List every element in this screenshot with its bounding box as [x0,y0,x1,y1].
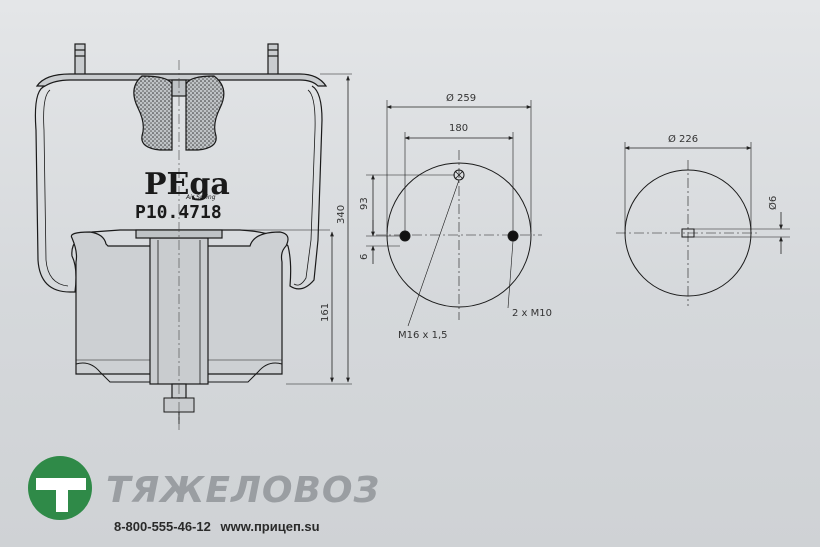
company-logo-icon [28,456,92,520]
label-center-thread: M16 x 1,5 [398,330,448,341]
front-view-dimensions [330,75,350,383]
dim-offset-lower: 6 [359,254,370,260]
dim-height-total: 340 [336,205,347,224]
brand-subtitle: Air Spring [185,194,216,201]
bolt-hole-right [507,230,519,242]
part-number: P10.4718 [135,202,222,223]
website-link[interactable]: www.прицеп.su [220,519,320,534]
label-bolts: 2 x M10 [512,308,552,319]
dim-height-lower: 161 [320,303,331,322]
bolt-hole-left [399,230,411,242]
brand-mark: PEga [144,167,230,202]
dim-bolt-spacing: 180 [449,123,468,134]
dim-pin: Ø6 [767,196,779,210]
air-spring-front-view [34,43,352,430]
dim-bottom-diameter: Ø 226 [668,133,698,145]
bellow-outer [34,85,323,293]
bottom-plate-view [616,142,790,306]
top-plate-view [366,100,542,327]
pin-slot [681,228,695,238]
phone-number[interactable]: 8-800-555-46-12 [114,519,211,534]
dim-offset-upper: 93 [359,197,370,210]
dim-top-diameter: Ø 259 [446,92,476,104]
bead-hatched [133,75,173,151]
top-plate-dimensions [371,105,532,264]
contacts: 8-800-555-46-12 www.прицеп.su [114,519,326,534]
company-name: ТЯЖЕЛОВОЗ [106,470,381,511]
top-studs [74,43,279,77]
bottom-plate-dimensions [624,146,783,254]
brand-logo: PEga Air Spring [144,167,230,202]
